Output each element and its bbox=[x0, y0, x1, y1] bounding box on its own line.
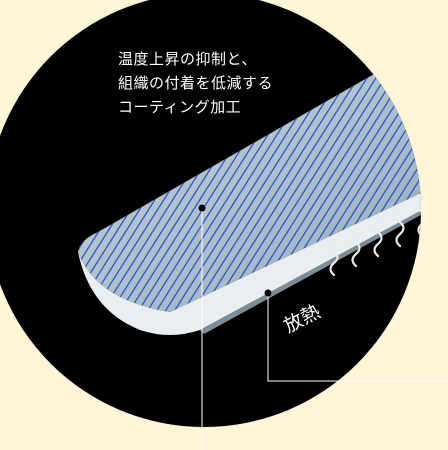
coating-stripe bbox=[426, 40, 448, 340]
heat-wave-1 bbox=[329, 237, 339, 277]
coating-stripe bbox=[416, 58, 421, 312]
caption-line-2: 組織の付着を低減する bbox=[118, 74, 274, 92]
caption-line-3: コーティング加工 bbox=[118, 98, 242, 116]
heat-waves bbox=[329, 198, 421, 277]
heat-wave-4 bbox=[395, 208, 405, 248]
coating-stripe bbox=[444, 40, 448, 340]
surface-leader-dot bbox=[198, 204, 206, 212]
caption-line-1: 温度上昇の抑制と、 bbox=[118, 50, 257, 68]
heat-wave-3 bbox=[373, 218, 383, 258]
blade-edge-shadow bbox=[200, 196, 421, 334]
coating-caption: 温度上昇の抑制と、 組織の付着を低減する コーティング加工 bbox=[118, 47, 273, 119]
heat-wave-5 bbox=[417, 198, 421, 238]
edge-leader-dot bbox=[264, 289, 272, 297]
coating-stripe bbox=[435, 40, 448, 340]
edge-leader-line bbox=[267, 293, 448, 382]
heat-wave-2 bbox=[351, 228, 361, 268]
